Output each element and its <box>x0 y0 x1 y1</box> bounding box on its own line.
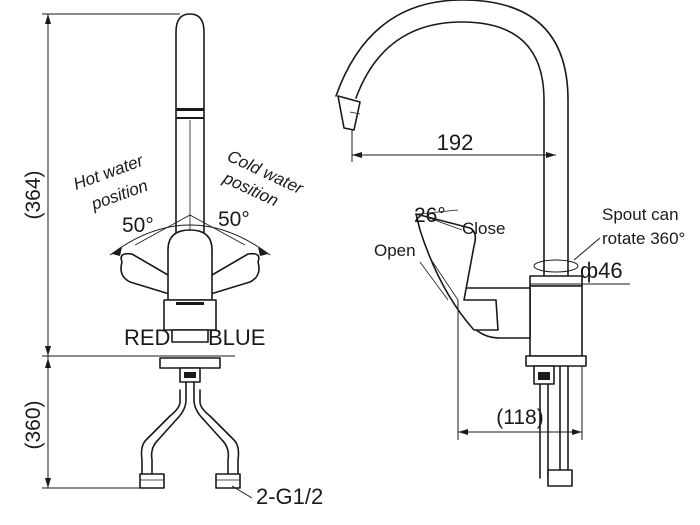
open-label: Open <box>374 241 416 260</box>
dim-360-label: (360) <box>22 400 45 449</box>
dimension-360 <box>42 356 155 489</box>
side-view: 192 Spout can rotate 360° ф46 <box>335 0 685 487</box>
spout-note-line2: rotate 360° <box>602 229 685 248</box>
supply-hoses <box>139 381 241 489</box>
side-lever <box>415 213 499 331</box>
dim-364-label: (364) <box>22 170 45 219</box>
dimension-192 <box>351 130 556 162</box>
dimension-364 <box>42 13 235 357</box>
front-body <box>159 229 221 383</box>
swivel-ring <box>529 259 583 287</box>
close-label: Close <box>462 219 505 238</box>
front-view: (364) (360) <box>22 13 323 509</box>
cold-angle: 50° <box>218 208 250 231</box>
connection-label: 2-G1/2 <box>256 484 323 509</box>
diameter-label: ф46 <box>580 258 623 283</box>
dimension-118 <box>457 300 583 440</box>
hot-angle: 50° <box>122 214 154 237</box>
blue-label: BLUE <box>208 325 265 350</box>
handle-angle: 26° <box>414 204 446 227</box>
red-label: RED <box>124 325 170 350</box>
dim-118-label: (118) <box>496 406 543 429</box>
front-spout <box>175 13 205 251</box>
dim-192-label: 192 <box>437 130 474 155</box>
spout-note-line1: Spout can <box>602 205 679 224</box>
gooseneck-spout <box>335 0 569 277</box>
